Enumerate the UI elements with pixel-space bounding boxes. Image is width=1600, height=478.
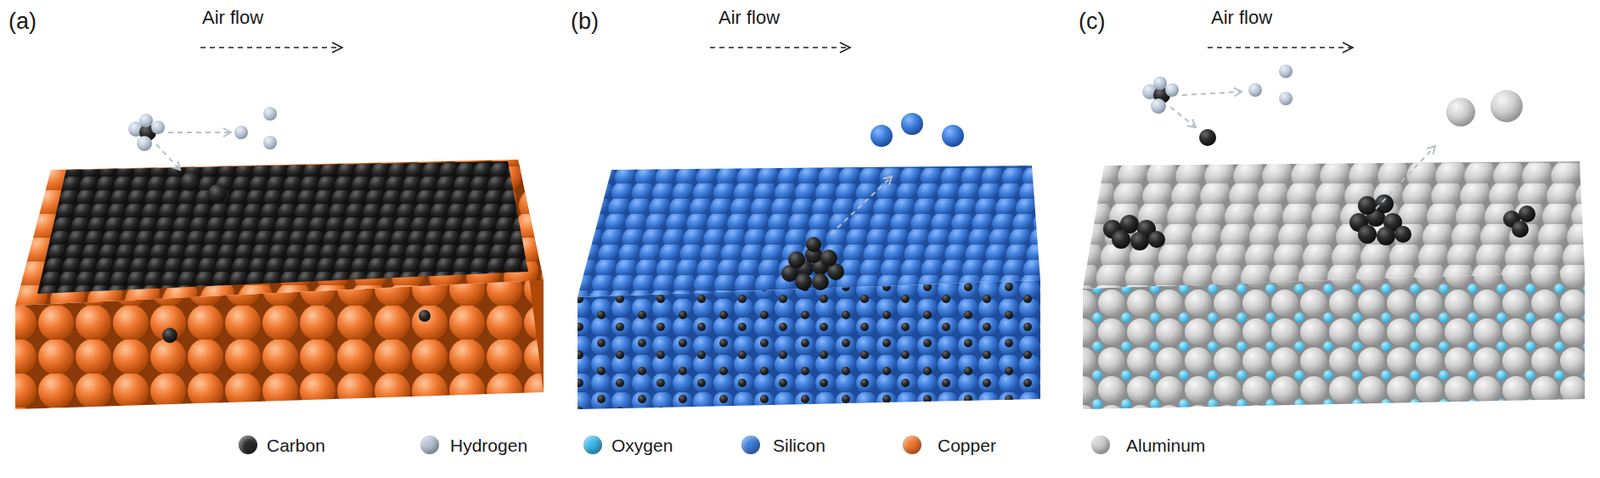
legend-swatch <box>1091 435 1110 455</box>
airflow-arrow <box>1207 46 1353 49</box>
airflow-label: Air flow <box>202 8 264 28</box>
legend-text: Aluminum <box>1126 436 1206 455</box>
panel-label: (c) <box>1078 10 1105 34</box>
legend-swatch <box>238 435 258 455</box>
etched-aluminum <box>1142 64 1523 209</box>
airflow-arrow <box>200 46 342 49</box>
airflow-arrow <box>709 46 850 49</box>
panel-label: (a) <box>8 10 37 34</box>
legend-swatch <box>583 435 603 455</box>
legend-swatch <box>902 435 922 455</box>
legend-swatch <box>420 435 440 455</box>
airflow-label: Air flow <box>718 8 780 28</box>
legend-swatch <box>741 435 761 455</box>
copper-slab <box>15 159 544 410</box>
legend-text: Silicon <box>772 436 826 455</box>
panel-label: (b) <box>570 10 599 34</box>
airflow-label: Air flow <box>1211 8 1273 28</box>
alumina-slab <box>1082 161 1585 410</box>
methane-decomposition <box>128 107 277 203</box>
legend-text: Oxygen <box>611 436 673 455</box>
etched-silicon <box>830 112 964 235</box>
legend-text: Hydrogen <box>450 436 528 455</box>
legend-text: Copper <box>937 436 997 455</box>
legend-text: Carbon <box>266 436 326 455</box>
silicon-slab <box>577 165 1041 410</box>
